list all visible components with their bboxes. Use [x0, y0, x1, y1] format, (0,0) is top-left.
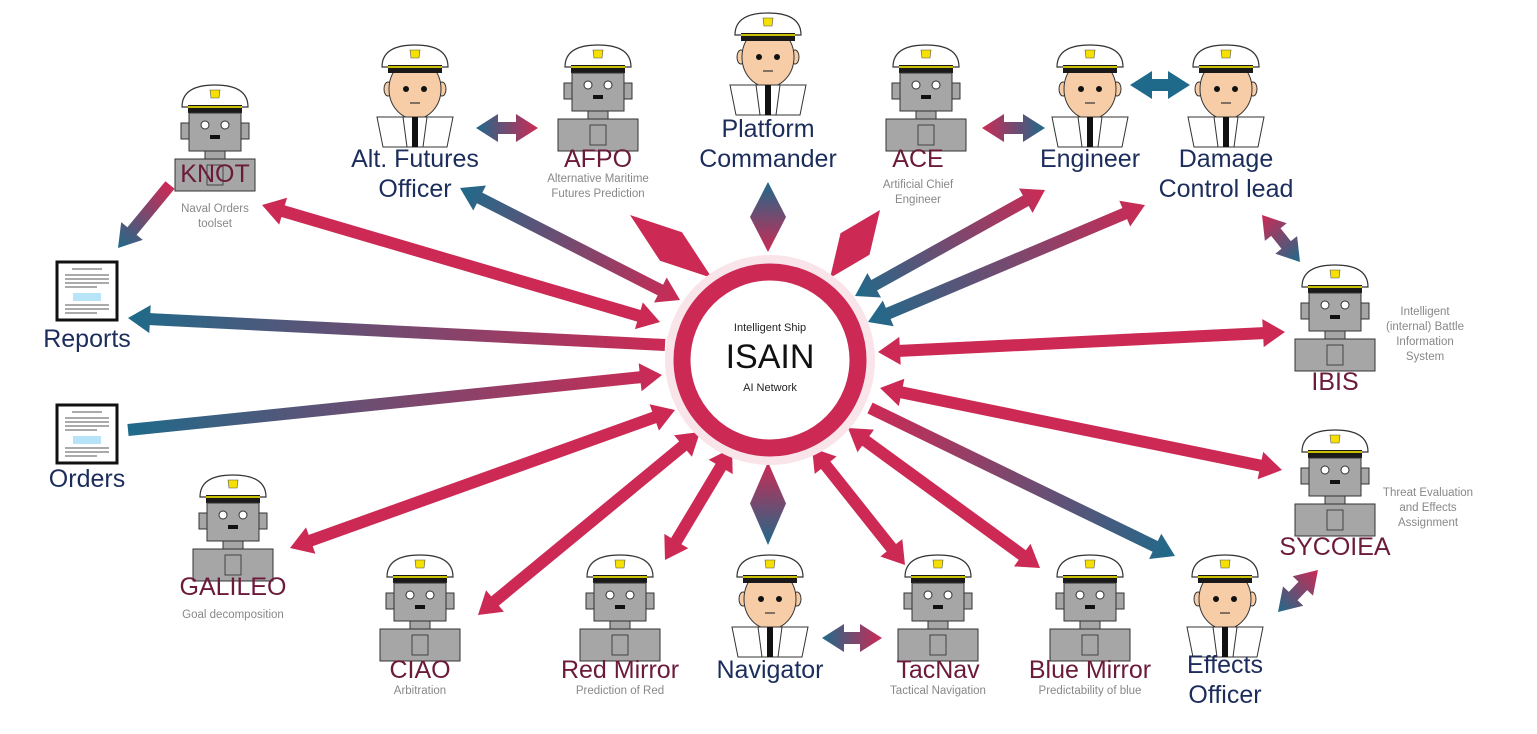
- node-label-damage-control: Damage: [1178, 145, 1274, 173]
- agent-figures: [55, 12, 1376, 662]
- node-label-ace: ACE: [892, 145, 944, 173]
- node-description-ciao: Arbitration: [393, 685, 447, 697]
- arrow-syc-core: [880, 378, 1282, 480]
- node-description-knot: toolset: [198, 218, 232, 230]
- node-description-knot: Naval Orders: [181, 203, 249, 215]
- node-label-afpo: AFPO: [563, 145, 633, 173]
- node-description-ibis: Information: [1396, 336, 1454, 348]
- connection-arrows: [118, 71, 1318, 652]
- arrow-core-reports: [128, 305, 666, 351]
- arrow-eng-dc: [1130, 71, 1190, 99]
- node-label-platform-commander: Commander: [699, 145, 837, 173]
- arrow-syc-eff: [1278, 570, 1318, 612]
- arrow-ibis-core: [878, 319, 1285, 365]
- node-description-ace: Engineer: [894, 194, 942, 206]
- arrow-alt-core: [460, 185, 680, 303]
- arrow-knot-core: [262, 197, 660, 330]
- arrow-nav-core: [750, 462, 786, 545]
- arrow-eng-core: [855, 188, 1045, 298]
- robot-figure-tacnav[interactable]: [897, 554, 979, 662]
- node-description-blue-mirror: Predictability of blue: [1038, 685, 1142, 697]
- arrow-dc-ibis: [1262, 215, 1300, 262]
- human-figure-navigator[interactable]: [731, 554, 809, 658]
- node-label-red-mirror: Red Mirror: [560, 656, 680, 684]
- arrow-pc-core: [750, 182, 786, 252]
- human-figure-platform-commander[interactable]: [729, 12, 807, 116]
- node-description-ibis: Intelligent: [1400, 306, 1450, 318]
- node-label-ibis: IBIS: [1311, 368, 1359, 396]
- document-figure-orders[interactable]: [55, 403, 119, 465]
- arrow-afpo-core: [630, 215, 712, 278]
- node-description-sycoiea: and Effects: [1399, 502, 1457, 514]
- document-figure-reports[interactable]: [55, 260, 119, 322]
- node-description-galileo: Goal decomposition: [182, 609, 284, 621]
- arrow-knot-reports: [118, 181, 175, 248]
- node-label-sycoiea: SYCOIEA: [1279, 533, 1391, 561]
- arrow-tac-core: [812, 448, 905, 565]
- core-top-label: Intelligent Ship: [733, 322, 807, 334]
- node-label-orders: Orders: [48, 465, 126, 493]
- node-label-navigator: Navigator: [716, 656, 824, 684]
- arrow-tac-nav: [822, 624, 882, 652]
- node-description-afpo: Futures Prediction: [551, 188, 645, 200]
- node-description-afpo: Alternative Maritime: [547, 173, 649, 185]
- node-description-sycoiea: Threat Evaluation: [1382, 487, 1474, 499]
- node-description-tacnav: Tactical Navigation: [890, 685, 986, 697]
- node-label-platform-commander: Platform: [721, 115, 815, 143]
- arrow-ace-eng: [982, 114, 1045, 142]
- arrow-alt-afpo: [476, 114, 538, 142]
- robot-figure-blue-mirror[interactable]: [1049, 554, 1131, 662]
- arrow-red-core: [664, 448, 733, 560]
- arrow-ciao-core: [478, 432, 700, 615]
- node-label-effects-officer: Effects: [1187, 651, 1263, 679]
- arrow-ace-core: [830, 210, 880, 278]
- human-figure-damage-control[interactable]: [1187, 44, 1265, 148]
- core-title: ISAIN: [725, 338, 815, 376]
- human-figure-engineer[interactable]: [1051, 44, 1129, 148]
- robot-figure-sycoiea[interactable]: [1294, 429, 1376, 537]
- node-description-red-mirror: Prediction of Red: [575, 685, 665, 697]
- node-label-blue-mirror: Blue Mirror: [1028, 656, 1152, 684]
- robot-figure-knot[interactable]: [174, 84, 256, 192]
- node-description-ibis: System: [1405, 351, 1445, 363]
- node-label-knot: KNOT: [180, 160, 250, 188]
- node-label-tacnav: TacNav: [896, 656, 980, 684]
- robot-figure-red-mirror[interactable]: [579, 554, 661, 662]
- isain-core[interactable]: [665, 255, 875, 465]
- human-figure-alt-futures[interactable]: [376, 44, 454, 148]
- node-label-galileo: GALILEO: [179, 573, 287, 601]
- robot-figure-ciao[interactable]: [379, 554, 461, 662]
- human-figure-effects-officer[interactable]: [1186, 554, 1264, 658]
- node-description-ace: Artificial Chief: [882, 179, 954, 191]
- node-description-sycoiea: Assignment: [1397, 517, 1459, 529]
- arrow-gal-core: [290, 404, 675, 554]
- arrow-blue-core: [848, 428, 1040, 568]
- node-description-ibis: (internal) Battle: [1386, 321, 1464, 333]
- node-label-alt-futures: Alt. Futures: [351, 145, 479, 173]
- node-label-reports: Reports: [43, 325, 131, 353]
- arrow-dc-core: [868, 200, 1145, 327]
- robot-figure-ibis[interactable]: [1294, 264, 1376, 372]
- node-label-engineer: Engineer: [1039, 145, 1141, 173]
- node-label-alt-futures: Officer: [378, 175, 452, 203]
- node-label-effects-officer: Officer: [1188, 681, 1262, 709]
- robot-figure-galileo[interactable]: [192, 474, 274, 582]
- core-bottom-label: AI Network: [743, 382, 797, 394]
- robot-figure-ace[interactable]: [885, 44, 967, 152]
- arrow-core-eff: [867, 402, 1175, 559]
- node-label-ciao: CIAO: [389, 656, 451, 684]
- robot-figure-afpo[interactable]: [557, 44, 639, 152]
- arrow-orders-core: [127, 363, 662, 436]
- node-label-damage-control: Control lead: [1158, 175, 1294, 203]
